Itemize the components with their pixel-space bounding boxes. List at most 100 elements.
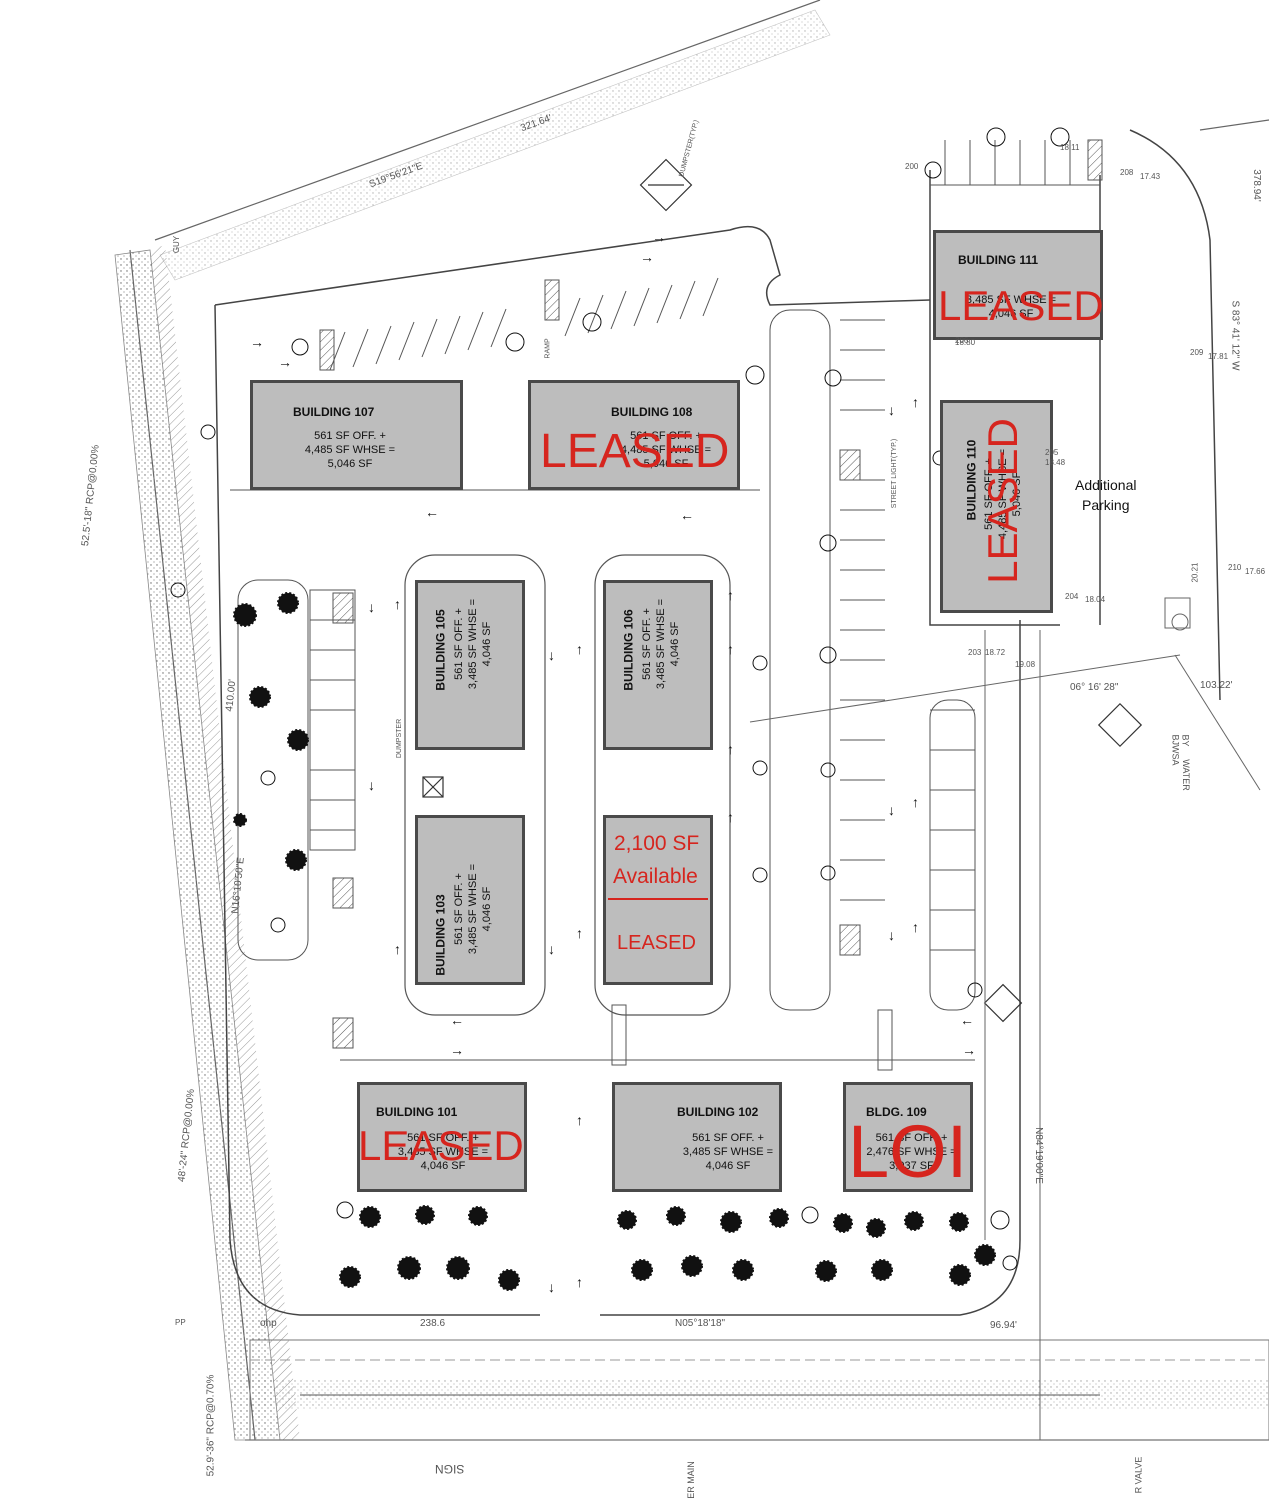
available-104-area: 2,100 SF [614, 832, 700, 855]
additional-parking-label: Additional Parking [1075, 477, 1137, 513]
traffic-arrow: → [278, 354, 292, 370]
spot-elev: 18.04 [1085, 595, 1106, 604]
building-103-area: 561 SF OFF. + 3,485 SF WHSE = 4,046 SF [453, 863, 493, 955]
building-108-name: BUILDING 108 [611, 405, 693, 419]
dist-bottom: 238.6 [420, 1318, 446, 1329]
building-101-name: BUILDING 101 [376, 1105, 458, 1119]
building-103-name: BUILDING 103 [433, 894, 448, 976]
traffic-arrow: ↑ [727, 641, 734, 657]
spot-elev: 203 [968, 648, 982, 657]
traffic-arrow: ↑ [727, 587, 734, 603]
pp-label: PP [175, 1318, 186, 1327]
traffic-arrow: ← [425, 504, 439, 520]
building-102-area: 561 SF OFF. + 3,485 SF WHSE = 4,046 SF [682, 1132, 774, 1172]
building-107[interactable]: BUILDING 107 561 SF OFF. + 4,485 SF WHSE… [250, 380, 463, 490]
traffic-arrow: → [450, 1042, 464, 1058]
building-106[interactable]: BUILDING 106 561 SF OFF. + 3,485 SF WHSE… [603, 580, 713, 750]
building-111-area: 3,485 SF WHSE = 4,046 SF [965, 294, 1057, 320]
spot-elev: 17.81 [1208, 352, 1229, 361]
shrubs [233, 592, 996, 1291]
traffic-arrow: ← [680, 507, 694, 523]
traffic-arrow: ↓ [888, 402, 895, 418]
spot-elev: 18.80 [955, 338, 976, 347]
spot-elev: 18.48 [1045, 458, 1066, 467]
spot-elev: 18.11 [1060, 143, 1080, 152]
spot-elev: 205 [1045, 448, 1059, 457]
traffic-arrow: ↑ [576, 1112, 583, 1128]
traffic-arrow: ↑ [394, 941, 401, 957]
building-108[interactable]: BUILDING 108 561 SF OFF. + 4,485 SF WHSE… [528, 380, 740, 490]
spot-elev: 208 [1120, 168, 1134, 177]
building-105[interactable]: BUILDING 105 561 SF OFF. + 3,485 SF WHSE… [415, 580, 525, 750]
building-101-area: 561 SF OFF. + 3,485 SF WHSE = 4,046 SF [397, 1132, 489, 1172]
building-109-area: 561 SF OFF. + 2,476 SF WHSE = 3,037 SF [866, 1132, 957, 1172]
traffic-arrow: ↑ [912, 394, 919, 410]
traffic-arrow: → [640, 249, 654, 265]
parking-stalls-north [329, 277, 719, 371]
spot-elev: 204 [1065, 592, 1079, 601]
water-label: WATER [1180, 759, 1191, 791]
traffic-arrow: ↓ [368, 599, 375, 615]
bearing-lower-right: N84°19'00"E [1032, 1127, 1044, 1184]
dist-mid: 103.22' [1200, 680, 1233, 691]
status-leased-108: LEASED [540, 425, 730, 478]
traffic-arrow: ↑ [576, 925, 583, 941]
building-106-area: 561 SF OFF. + 3,485 SF WHSE = 4,046 SF [641, 598, 681, 690]
spot-elev: 200 [905, 162, 919, 171]
traffic-arrow: ↓ [368, 777, 375, 793]
traffic-arrow: ↑ [576, 1274, 583, 1290]
building-105-area: 561 SF OFF. + 3,485 SF WHSE = 4,046 SF [453, 598, 493, 690]
traffic-arrow: ← [960, 1012, 974, 1028]
traffic-arrow: ↑ [727, 741, 734, 757]
spot-elev: 18.72 [985, 648, 1006, 657]
building-110-name: BUILDING 110 [964, 439, 979, 521]
ohp-label: ohp [260, 1318, 277, 1329]
building-103[interactable]: BUILDING 103 561 SF OFF. + 3,485 SF WHSE… [415, 815, 525, 985]
building-105-name: BUILDING 105 [433, 609, 448, 691]
traffic-arrow: ↑ [912, 794, 919, 810]
sign-label: SIGN [435, 1462, 465, 1476]
building-107-area: 561 SF OFF. + 4,485 SF WHSE = 5,046 SF [304, 430, 396, 470]
building-111-name: BUILDING 111 [958, 253, 1039, 267]
site-curb [214, 129, 1221, 1316]
traffic-arrow: → [250, 334, 264, 350]
building-109[interactable]: BLDG. 109 561 SF OFF. + 2,476 SF WHSE = … [843, 1082, 973, 1192]
traffic-arrow: → [962, 1042, 976, 1058]
available-104-label: Available [613, 865, 698, 888]
status-leased-110: LEASED [978, 418, 1026, 584]
status-loi-109: LOI [848, 1110, 968, 1193]
traffic-arrow: ↑ [727, 809, 734, 825]
spot-elev: 20.21 [1190, 562, 1200, 583]
spot-elev: 209 [1190, 348, 1204, 357]
building-101[interactable]: BUILDING 101 561 SF OFF. + 3,485 SF WHSE… [357, 1082, 527, 1192]
street-light-label: STREET LIGHT(TYP.) [891, 438, 899, 509]
building-104[interactable] [603, 815, 713, 985]
building-102-name: BUILDING 102 [677, 1105, 759, 1119]
spot-elev: 17.43 [1140, 172, 1161, 181]
available-divider [608, 898, 708, 900]
building-109-name: BLDG. 109 [866, 1105, 927, 1119]
guy-label: GUY [172, 235, 182, 254]
parking-stalls-west [237, 579, 356, 961]
spot-elev: 206 [955, 336, 969, 345]
dist-right: 378.94' [1250, 169, 1262, 202]
building-108-area: 561 SF OFF. + 4,485 SF WHSE = 5,046 SF [620, 430, 712, 470]
building-110[interactable]: BUILDING 110 561 SF OFF. + 4,485 SF WHSE… [940, 400, 1053, 613]
traffic-arrow: ← [450, 1012, 464, 1028]
bearing-right: S 83° 41' 12" W [1229, 300, 1241, 371]
traffic-arrow: ↑ [576, 641, 583, 657]
traffic-arrow: ↓ [548, 1279, 555, 1295]
spot-elev: 210 [1228, 563, 1242, 572]
valve-label: R VALVE [1133, 1456, 1144, 1494]
traffic-arrow: ↓ [888, 802, 895, 818]
building-111[interactable]: BUILDING 111 3,485 SF WHSE = 4,046 SF [933, 230, 1103, 340]
status-leased-111: LEASED [938, 282, 1104, 329]
rcp-3: 52.9'-36" RCP@0.70% [205, 1374, 217, 1477]
dumpster-label: DUMPSTER [396, 718, 404, 759]
spot-elev: 19.08 [1015, 660, 1036, 669]
traffic-arrow: → [652, 229, 666, 245]
leased-104-label: LEASED [617, 932, 696, 954]
building-102[interactable]: BUILDING 102 561 SF OFF. + 3,485 SF WHSE… [612, 1082, 782, 1192]
status-leased-101: LEASED [358, 1122, 524, 1169]
